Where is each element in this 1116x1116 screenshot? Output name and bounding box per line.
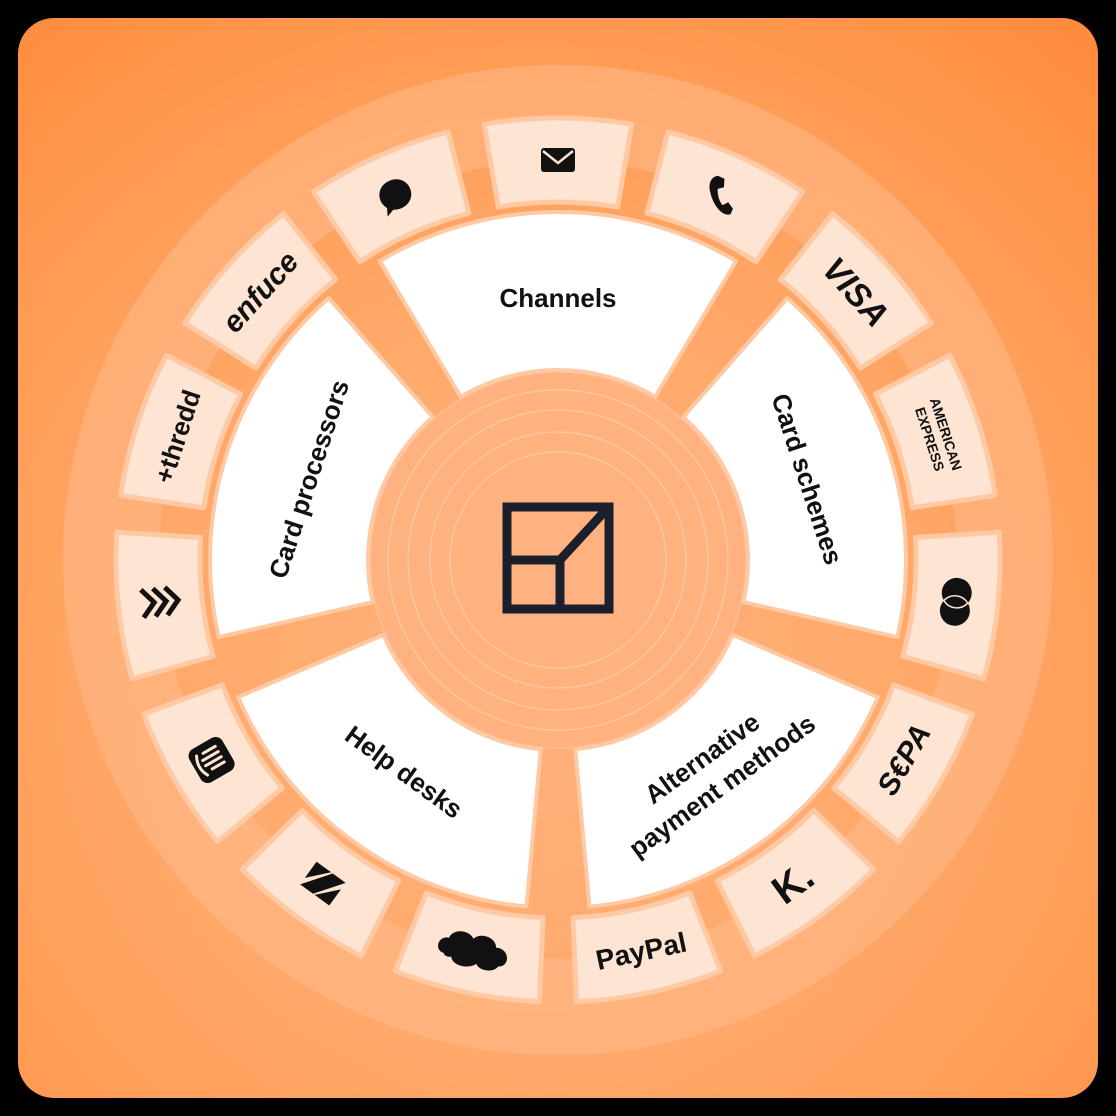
chat-bubble-icon-tile <box>310 129 472 265</box>
salesforce-logo: salesforce <box>438 931 507 971</box>
paypal-logo-tile: PayPal <box>570 890 724 1005</box>
chat-bubble-icon <box>379 179 412 217</box>
segment-card-schemes: Card schemes <box>681 296 908 640</box>
email-icon <box>541 148 575 172</box>
email-icon-tile <box>481 115 635 210</box>
intercom-icon <box>188 736 235 784</box>
chevrons-icon <box>139 585 182 620</box>
segment-label: Channels <box>499 283 616 313</box>
thredd-logo-tile: +thredd <box>118 352 244 511</box>
sepa-logo-tile: S€PA <box>831 682 975 845</box>
phone-icon-tile <box>644 129 806 265</box>
enfuce-logo-tile: enfuce <box>182 211 339 371</box>
visa-logo-tile: VISA <box>777 211 934 371</box>
segment-card-processors: Card processors <box>208 296 435 640</box>
mastercard-icon-tile <box>900 529 1003 682</box>
mastercard-icon <box>939 577 972 626</box>
phone-icon <box>709 175 733 215</box>
zendesk-icon-tile <box>239 807 402 959</box>
chevrons-icon-tile <box>113 529 216 682</box>
grid-logo-icon <box>502 502 614 614</box>
salesforce-logo-tile: salesforce <box>392 890 546 1005</box>
segment-help-desks: Help desks <box>236 632 543 909</box>
intercom-icon-tile <box>141 682 285 845</box>
zendesk-icon <box>300 861 346 906</box>
klarna-logo-tile: K. <box>714 807 877 959</box>
segment-channels: Channels <box>377 210 739 399</box>
